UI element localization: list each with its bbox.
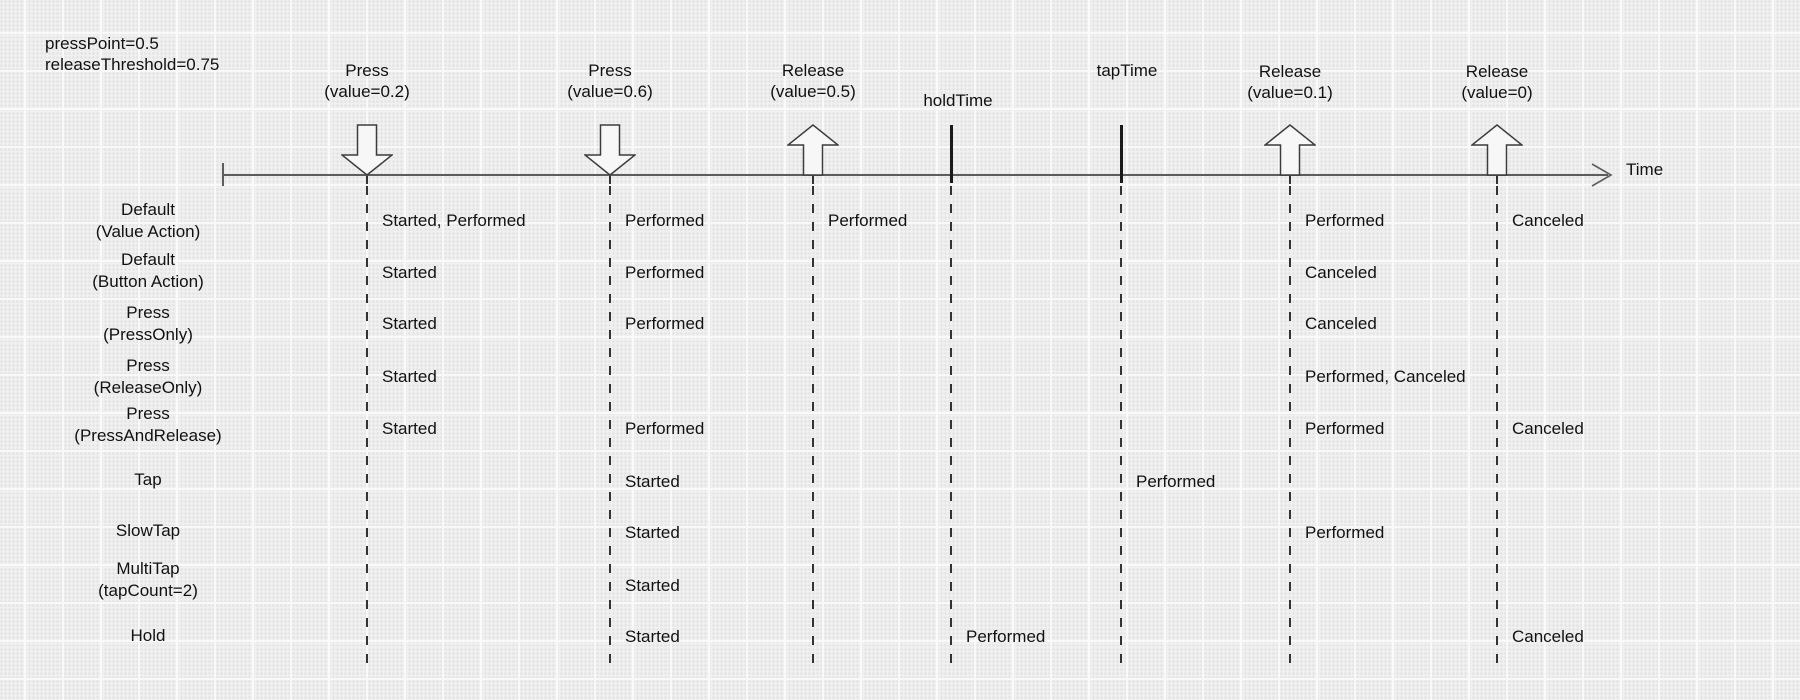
press-value-0-6-arrow-down-icon — [582, 124, 638, 176]
row-label-line: (Button Action) — [92, 272, 204, 291]
row-label-press-pressonly: Press (PressOnly) — [103, 302, 193, 346]
tap-time-tick-mark — [1119, 125, 1123, 183]
event-dashed-line-press-value-0-2 — [366, 186, 368, 663]
event-label-release-value-0: Release (value=0) — [1461, 61, 1532, 103]
release-value-0-1-axis-stub — [1289, 176, 1291, 184]
time-axis-line — [223, 174, 1608, 176]
phase-cell-default-release-value-0-1: Performed — [1305, 211, 1385, 230]
phase-cell-hold-release-value-0: Canceled — [1512, 627, 1584, 646]
parameters-annotation: pressPoint=0.5 releaseThreshold=0.75 — [45, 33, 219, 75]
event-dashed-line-release-value-0 — [1496, 186, 1498, 663]
row-label-line: (PressOnly) — [103, 325, 193, 344]
phase-cell-press-press-value-0-6: Performed — [625, 419, 705, 438]
event-label-line: Press — [345, 61, 389, 80]
row-label-multitap-tapcount-2: MultiTap (tapCount=2) — [98, 558, 198, 602]
press-value-0-2-axis-stub — [366, 176, 368, 184]
event-dashed-line-press-value-0-6 — [609, 186, 611, 663]
row-label-press-releaseonly: Press (ReleaseOnly) — [94, 355, 203, 399]
event-label-press-value-0-6: Press (value=0.6) — [567, 60, 653, 102]
phase-cell-hold-press-value-0-6: Started — [625, 627, 680, 646]
event-label-line: Release — [1258, 62, 1322, 81]
row-label-hold: Hold — [131, 625, 166, 647]
phase-cell-slowtap-release-value-0-1: Performed — [1305, 523, 1385, 542]
phase-cell-press-press-value-0-2: Started — [382, 367, 437, 386]
phase-cell-default-release-value-0-1: Canceled — [1305, 263, 1377, 282]
event-dashed-line-hold-time — [950, 186, 952, 663]
phase-cell-slowtap-press-value-0-6: Started — [625, 523, 680, 542]
row-label-line: Hold — [130, 626, 166, 645]
row-label-line: Default — [121, 200, 175, 219]
release-value-0-1-arrow-up-icon — [1262, 124, 1318, 176]
phase-cell-default-press-value-0-6: Performed — [625, 263, 705, 282]
phase-cell-press-release-value-0: Canceled — [1512, 419, 1584, 438]
row-label-line: MultiTap — [116, 559, 180, 578]
event-label-press-value-0-2: Press (value=0.2) — [324, 60, 410, 102]
phase-cell-default-press-value-0-6: Performed — [625, 211, 705, 230]
release-threshold-text: releaseThreshold=0.75 — [45, 55, 220, 74]
event-label-line: tapTime — [1096, 61, 1158, 80]
phase-cell-default-release-value-0-5: Performed — [828, 211, 908, 230]
row-label-default-button-action: Default (Button Action) — [92, 249, 204, 293]
phase-cell-tap-tap-time: Performed — [1136, 472, 1216, 491]
event-label-release-value-0-5: Release (value=0.5) — [770, 60, 856, 102]
phase-cell-press-press-value-0-6: Performed — [625, 314, 705, 333]
release-value-0-axis-stub — [1496, 176, 1498, 184]
event-label-line: (value=0.2) — [324, 82, 410, 101]
row-label-line: Press — [126, 356, 170, 375]
row-label-line: Tap — [134, 470, 162, 489]
phase-cell-press-release-value-0-1: Canceled — [1305, 314, 1377, 333]
row-label-line: Default — [121, 250, 175, 269]
phase-cell-default-release-value-0: Canceled — [1512, 211, 1584, 230]
event-label-hold-time: holdTime — [923, 90, 992, 111]
phase-cell-press-release-value-0-1: Performed — [1305, 419, 1385, 438]
release-value-0-5-axis-stub — [812, 176, 814, 184]
hold-time-tick-mark — [949, 125, 953, 183]
event-label-line: Press — [588, 61, 632, 80]
row-label-press-pressandrelease: Press (PressAndRelease) — [74, 403, 221, 447]
time-axis-label: Time — [1626, 160, 1664, 179]
phase-cell-tap-press-value-0-6: Started — [625, 472, 680, 491]
row-label-line: SlowTap — [115, 521, 181, 540]
event-dashed-line-release-value-0-1 — [1289, 186, 1291, 663]
phase-cell-multitap-press-value-0-6: Started — [625, 576, 680, 595]
release-value-0-5-arrow-up-icon — [785, 124, 841, 176]
time-axis-start-tick — [222, 163, 224, 186]
release-value-0-arrow-up-icon — [1469, 124, 1525, 176]
row-label-default-value-action: Default (Value Action) — [96, 199, 201, 243]
phase-cell-press-press-value-0-2: Started — [382, 419, 437, 438]
row-label-tap: Tap — [134, 469, 161, 491]
event-label-line: Release — [781, 61, 845, 80]
press-point-text: pressPoint=0.5 — [45, 34, 159, 53]
event-label-line: Release — [1465, 62, 1529, 81]
event-label-line: (value=0.5) — [770, 82, 856, 101]
event-label-line: (value=0.6) — [567, 82, 653, 101]
phase-cell-hold-hold-time: Performed — [966, 627, 1046, 646]
press-value-0-2-arrow-down-icon — [339, 124, 395, 176]
event-label-line: (value=0) — [1461, 83, 1533, 102]
press-value-0-6-axis-stub — [609, 176, 611, 184]
event-dashed-line-release-value-0-5 — [812, 186, 814, 663]
time-axis-arrowhead-icon — [1591, 163, 1613, 187]
phase-cell-press-press-value-0-2: Started — [382, 314, 437, 333]
event-label-line: (value=0.1) — [1247, 83, 1333, 102]
row-label-slowtap: SlowTap — [116, 520, 180, 542]
row-label-line: Press — [126, 404, 170, 423]
row-label-line: (ReleaseOnly) — [93, 378, 203, 397]
phase-cell-default-press-value-0-2: Started — [382, 263, 437, 282]
event-label-tap-time: tapTime — [1097, 60, 1158, 81]
event-dashed-line-tap-time — [1120, 186, 1122, 663]
event-label-release-value-0-1: Release (value=0.1) — [1247, 61, 1333, 103]
row-label-line: Press — [126, 303, 170, 322]
phase-cell-press-release-value-0-1: Performed, Canceled — [1305, 367, 1466, 386]
row-label-line: (PressAndRelease) — [74, 426, 222, 445]
row-label-line: (tapCount=2) — [98, 581, 198, 600]
event-label-line: holdTime — [923, 91, 993, 110]
row-label-line: (Value Action) — [95, 222, 201, 241]
phase-cell-default-press-value-0-2: Started, Performed — [382, 211, 526, 230]
